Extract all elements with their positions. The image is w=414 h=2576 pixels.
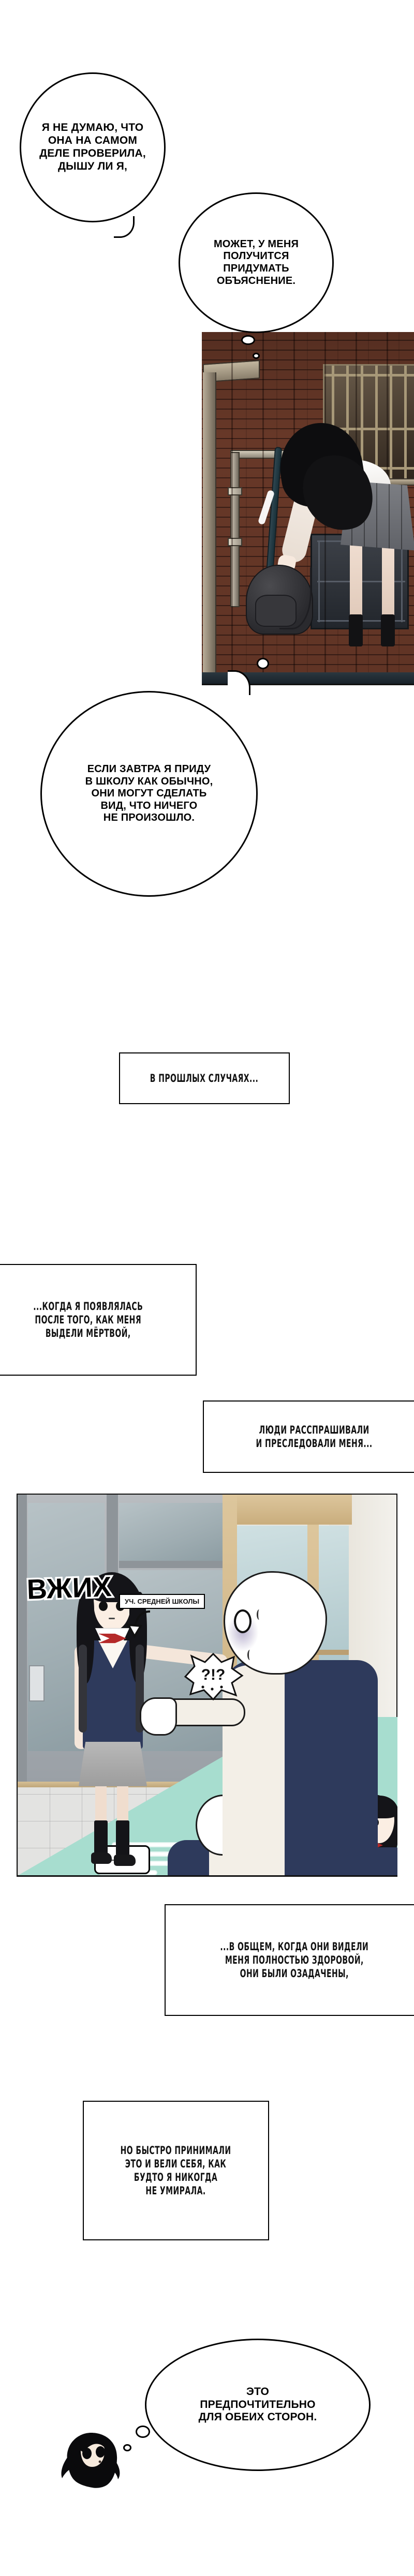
- thought-bubble-2-tail-small: [253, 353, 260, 359]
- narration-box-3-text: ЛЮДИ РАССПРАШИВАЛИ И ПРЕСЛЕДОВАЛИ МЕНЯ..…: [256, 1423, 373, 1450]
- narration-box-5: НО БЫСТРО ПРИНИМАЛИ ЭТО И ВЕЛИ СЕБЯ, КАК…: [83, 2101, 269, 2240]
- thought-bubble-2-tail-large: [241, 335, 255, 345]
- brick-wall-alley-panel: [202, 332, 414, 685]
- girl2-eye-left: [99, 1601, 108, 1611]
- svg-text:?!?: ?!?: [201, 1666, 226, 1683]
- girl-leg-right: [382, 539, 394, 622]
- girl2-sock-left: [94, 1820, 108, 1856]
- chibi-hair-flick-left: [61, 2458, 70, 2478]
- girl2-mouth: [109, 1618, 115, 1619]
- chibi-eye-left: [82, 2448, 92, 2459]
- narration-box-4-text: ...В ОБЩЕМ, КОГДА ОНИ ВИДЕЛИ МЕНЯ ПОЛНОС…: [220, 1940, 369, 1980]
- pipe-ring-upper: [228, 487, 242, 495]
- narration-box-4: ...В ОБЩЕМ, КОГДА ОНИ ВИДЕЛИ МЕНЯ ПОЛНОС…: [165, 1904, 414, 2016]
- thought-bubble-3-text: ЕСЛИ ЗАВТРА Я ПРИДУ В ШКОЛУ КАК ОБЫЧНО, …: [85, 763, 213, 824]
- thought-bubble-1: Я НЕ ДУМАЮ, ЧТО ОНА НА САМОМ ДЕЛЕ ПРОВЕР…: [20, 72, 166, 222]
- chibi-mouth: [98, 2460, 101, 2463]
- girl-sock-right: [381, 614, 395, 646]
- boy-sweat-2: [247, 1650, 253, 1660]
- girl-sock-left: [349, 614, 363, 646]
- speed-line: [121, 1852, 179, 1856]
- girl2-shoe-right: [114, 1855, 136, 1866]
- boy-pointing-hand: [140, 1697, 177, 1736]
- thought-bubble-3-tail-dot: [257, 658, 269, 669]
- narration-box-2-text: ...КОГДА Я ПОЯВЛЯЛАСЬ ПОСЛЕ ТОГО, КАК МЕ…: [33, 1300, 143, 1340]
- ground-strip: [202, 672, 414, 684]
- girl2-ribbon: [98, 1633, 126, 1644]
- pipe-ring-lower: [228, 538, 242, 546]
- narration-box-1: В ПРОШЛЫХ СЛУЧАЯХ...: [119, 1052, 290, 1104]
- sfx-vzhih: ВЖИХ: [25, 1570, 115, 1607]
- girl2-skirt: [79, 1742, 147, 1786]
- door-glass-top: [119, 1503, 223, 1561]
- girl2-strap-left: [79, 1645, 87, 1733]
- panel-bottom-border: [17, 1875, 397, 1877]
- narration-box-3: ЛЮДИ РАССПРАШИВАЛИ И ПРЕСЛЕДОВАЛИ МЕНЯ..…: [203, 1400, 414, 1473]
- door-header-beam: [203, 360, 260, 383]
- thought-bubble-2: МОЖЕТ, У МЕНЯ ПОЛУЧИТСЯ ПРИДУМАТЬ ОБЪЯСН…: [179, 192, 334, 333]
- speed-line: [113, 1843, 181, 1846]
- door-frame: [203, 372, 216, 684]
- thought-bubble-4-text: ЭТО ПРЕДПОЧТИТЕЛЬНО ДЛЯ ОБЕИХ СТОРОН.: [198, 2385, 317, 2423]
- girl2-shoe-left: [91, 1852, 112, 1864]
- boy-eye: [234, 1609, 252, 1633]
- chibi-eye-right: [96, 2446, 105, 2458]
- chibi-girl-avatar: [56, 2431, 126, 2500]
- chibi-hair-flick-right: [111, 2462, 120, 2479]
- door-rail-left: [18, 1495, 27, 1784]
- narration-box-5-text: НО БЫСТРО ПРИНИМАЛИ ЭТО И ВЕЛИ СЕБЯ, КАК…: [121, 2144, 231, 2197]
- school-corridor-panel: ?!? УЧ. СРЕДНЕЙ ШКОЛЫ ВЖИХ: [17, 1494, 397, 1876]
- narration-box-2: ...КОГДА Я ПОЯВЛЯЛАСЬ ПОСЛЕ ТОГО, КАК МЕ…: [0, 1264, 197, 1376]
- girl2-sock-right: [116, 1820, 129, 1856]
- backpack-strap: [279, 567, 312, 629]
- label-arrow-icon: [126, 1610, 151, 1639]
- rail-highlight: [257, 489, 275, 525]
- boy-sweat-1: [257, 1609, 262, 1620]
- thought-bubble-1-text: Я НЕ ДУМАЮ, ЧТО ОНА НА САМОМ ДЕЛЕ ПРОВЕР…: [39, 122, 146, 172]
- thought-bubble-1-tail: [114, 216, 135, 238]
- school-label-tag-text: УЧ. СРЕДНЕЙ ШКОЛЫ: [125, 1598, 200, 1605]
- thought-bubble-4-tail-small: [123, 2444, 131, 2451]
- girl-skirt: [341, 481, 414, 551]
- thought-bubble-2-text: МОЖЕТ, У МЕНЯ ПОЛУЧИТСЯ ПРИДУМАТЬ ОБЪЯСН…: [213, 238, 299, 287]
- thought-bubble-4: ЭТО ПРЕДПОЧТИТЕЛЬНО ДЛЯ ОБЕИХ СТОРОН.: [145, 2339, 371, 2471]
- door-cross-bar: [119, 1561, 223, 1568]
- door-handle: [29, 1665, 45, 1701]
- girl2-leg-right: [117, 1784, 128, 1829]
- thought-bubble-3: ЕСЛИ ЗАВТРА Я ПРИДУ В ШКОЛУ КАК ОБЫЧНО, …: [40, 691, 258, 897]
- girl-leg-left: [350, 539, 362, 622]
- girl2-leg-left: [95, 1784, 107, 1829]
- narration-box-1-text: В ПРОШЛЫХ СЛУЧАЯХ...: [150, 1072, 259, 1084]
- wood-header: [223, 1495, 352, 1525]
- question-burst: ?!?: [182, 1653, 244, 1700]
- drain-pipe: [230, 452, 240, 607]
- school-label-tag: УЧ. СРЕДНЕЙ ШКОЛЫ: [119, 1594, 205, 1609]
- thought-bubble-4-tail-large: [136, 2426, 150, 2438]
